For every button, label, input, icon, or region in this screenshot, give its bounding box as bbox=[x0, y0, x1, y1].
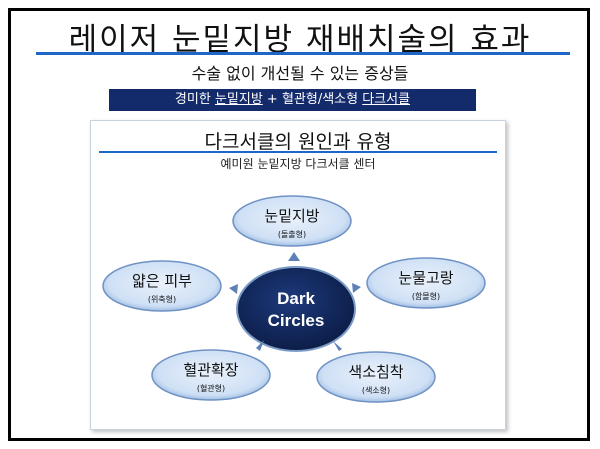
node-sublabel: (혈관형) bbox=[197, 383, 225, 393]
node-label: 혈관확장 bbox=[183, 361, 238, 379]
center-node: Dark Circles bbox=[236, 266, 356, 352]
node-label: 눈밑지방 bbox=[264, 207, 319, 225]
node-label: 얇은 피부 bbox=[132, 272, 192, 290]
node-sublabel: (색소형) bbox=[362, 385, 390, 395]
slide-frame bbox=[8, 8, 590, 441]
arrow-left-icon bbox=[229, 284, 238, 294]
arrow-right-icon bbox=[352, 283, 361, 293]
panel-source: 예미원 눈밑지방 다크서클 센터 bbox=[220, 157, 376, 171]
banner-text-1: 경미한 bbox=[174, 92, 215, 107]
banner-text-3: + 혈관형/색소형 bbox=[262, 92, 363, 107]
node-tear-trough: 눈물고랑 (함몰형) bbox=[366, 257, 486, 309]
banner-text-4: 다크서클 bbox=[362, 92, 411, 107]
slide-subtitle: 수술 없이 개선될 수 있는 증상들 bbox=[191, 64, 409, 83]
center-label-line1: Dark bbox=[277, 289, 315, 308]
node-sublabel: (위축형) bbox=[148, 295, 176, 304]
indication-banner: 경미한 눈밑지방 + 혈관형/색소형 다크서클 bbox=[109, 89, 476, 111]
node-label: 눈물고랑 bbox=[398, 269, 453, 287]
node-sublabel: (돌출형) bbox=[278, 229, 306, 239]
node-fat-protrusion: 눈밑지방 (돌출형) bbox=[232, 195, 352, 247]
arrow-down-right-icon bbox=[333, 341, 342, 351]
node-label: 색소침착 bbox=[348, 363, 403, 381]
panel-underline bbox=[99, 151, 497, 153]
title-underline bbox=[36, 52, 570, 55]
arrow-down-left-icon bbox=[256, 340, 264, 351]
banner-text-2: 눈밑지방 bbox=[214, 92, 263, 107]
node-pigmentation: 색소침착 (색소형) bbox=[316, 351, 436, 403]
node-vascular: 혈관확장 (혈관형) bbox=[151, 349, 271, 401]
node-sublabel: (함몰형) bbox=[412, 292, 440, 301]
node-thin-skin: 얇은 피부 (위축형) bbox=[102, 260, 222, 312]
center-label-line2: Circles bbox=[268, 311, 325, 330]
panel-title: 다크서클의 원인과 유형 bbox=[204, 131, 392, 153]
arrow-up-icon bbox=[288, 252, 300, 261]
